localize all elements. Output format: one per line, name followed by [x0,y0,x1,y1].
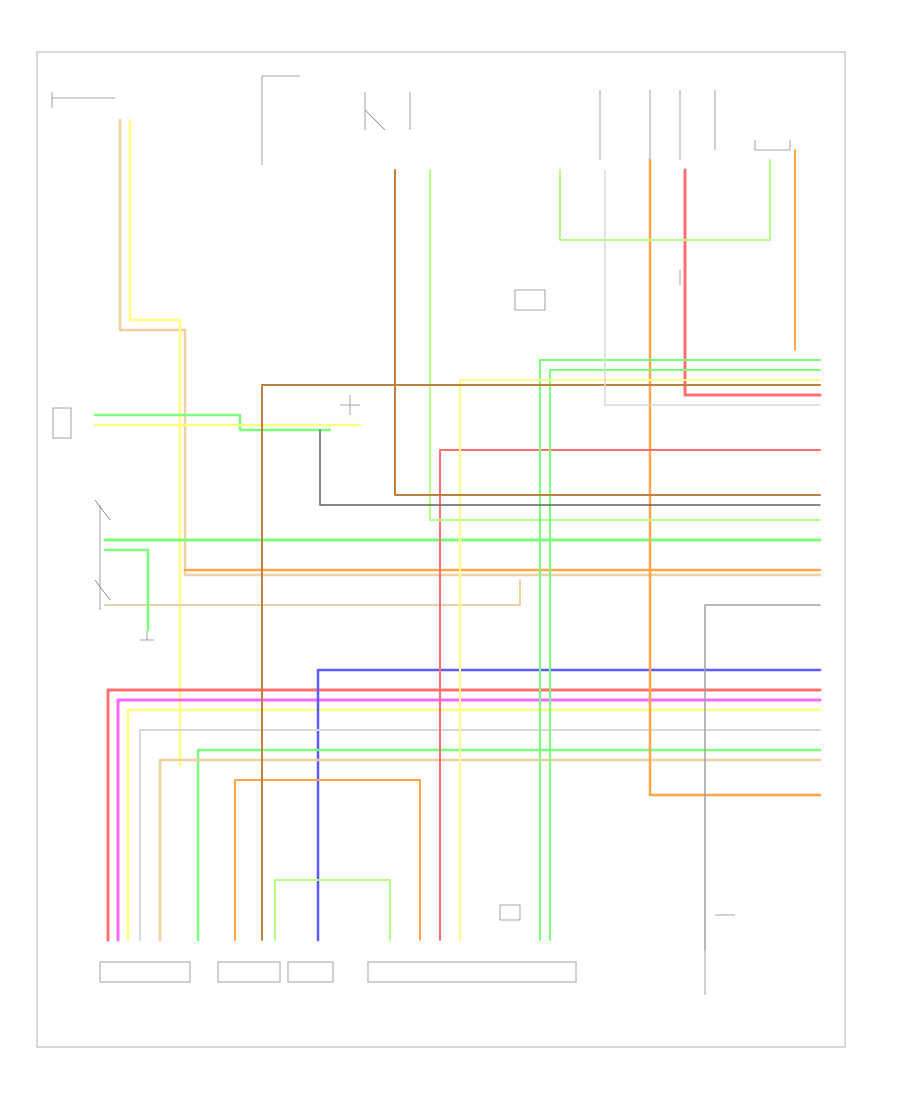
wire-blue [316,668,822,942]
wire-green-ground [103,548,150,632]
wire-yellow-bottom [126,708,822,942]
ground-bottom-right [704,914,735,995]
splice-box-center [514,289,546,311]
diagram-frame [36,51,846,1048]
wire-lightgray-right [604,169,821,406]
wire-brown-long [261,384,821,941]
component-top-left [51,92,115,108]
wire-tan-bottom [158,758,822,942]
wire-green-right-2 [549,369,821,941]
component-left-box [52,407,72,439]
wire-green-right-1 [539,359,821,941]
wires [93,118,822,951]
wire-orange-loop [234,779,421,941]
wire-red-mid [439,449,821,941]
top-components [51,75,791,165]
wire-tan-1 [118,118,822,577]
wire-orange-right [648,158,822,797]
wire-lightgreen-top [559,159,771,241]
connector-bottom-4 [367,961,577,983]
connector-top-right [754,140,791,151]
splice-center [340,395,360,415]
bottom-connectors [99,904,735,995]
connector-bottom-2 [217,961,281,983]
connector-bottom-3 [287,961,334,983]
wire-green-left [93,413,332,432]
wire-darkgray-mid [319,429,821,506]
wire-gray-right [704,604,821,951]
wire-red-bottom [106,688,822,942]
connector-bottom-1 [99,961,191,983]
component-bottom-center [499,904,521,921]
wire-lightgreen-loop [274,879,391,941]
ground-symbol-left [140,630,154,641]
junction-box-top [261,75,300,165]
relay-top [364,92,411,131]
switch-left [94,499,111,610]
wire-lightgray-bottom [139,729,821,941]
wire-yellow-1 [128,118,182,767]
wire-red-right [683,168,822,397]
wire-tan-2 [104,579,521,606]
wire-lightgreen-mid [429,169,821,521]
left-components [52,270,681,641]
wire-yellow-right [459,379,821,941]
wire-green-bottom [196,748,822,942]
fuse-group-top-right [599,90,716,160]
wire-brown-mid [394,169,821,496]
wire-pink-bottom [116,698,822,942]
